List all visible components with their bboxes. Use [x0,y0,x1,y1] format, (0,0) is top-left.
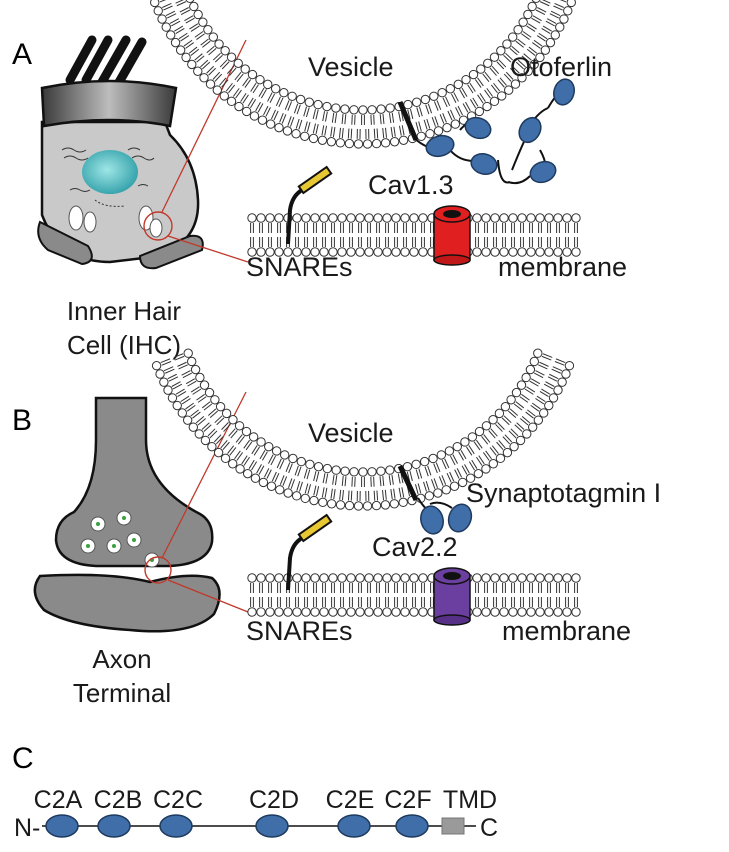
vesicle-bilayer-b [151,348,575,511]
domain-label-c2e: C2E [326,786,375,814]
cav22-channel [433,567,471,626]
otoferlin-label: Otoferlin [510,52,612,82]
nucleus [82,150,138,194]
plasma-membrane-b [247,573,581,617]
domain-label-c2d: C2D [249,786,299,814]
n-terminus-label: N- [14,814,40,842]
c2c-domain [159,814,193,838]
tmd-domain [441,817,465,835]
vesicle-bilayer-a [150,0,576,149]
cav22-label: Cav2.2 [372,532,458,562]
panel-c-letter: C [12,742,34,775]
c2d-domain [255,814,289,838]
membrane-label-a: membrane [498,252,627,282]
afferent-terminal-right [138,234,204,270]
snare-complex-b [286,513,333,591]
zoom-circle-a [143,211,173,241]
domain-label-c2a: C2A [34,786,83,814]
plasma-membrane-a [247,213,581,257]
cell-label-b-line1: Axon [92,644,151,674]
cell-label-b-line2: Terminal [73,678,171,708]
domain-label-tmd: TMD [443,786,497,814]
panel-b-letter: B [12,404,32,437]
panel-a-letter: A [12,38,32,71]
zoom-line-a-bottom [167,235,249,263]
c-terminus-label: C [480,814,498,842]
snares-label-b: SNAREs [246,616,353,646]
vesicle-label-a: Vesicle [308,52,394,82]
c2e-domain [337,814,371,838]
otoferlin-domain-map [42,814,476,838]
domain-label-c2b: C2B [94,786,143,814]
cav13-channel [433,205,471,266]
c2f-domain [395,814,429,838]
vesicle-label-b: Vesicle [308,418,394,448]
cell-label-a-line2: Cell (IHC) [67,330,181,360]
domain-label-c2c: C2C [153,786,203,814]
zoom-line-b-bottom [167,579,249,613]
domain-label-c2f: C2F [384,786,431,814]
zoom-circle-b [144,556,172,584]
cell-label-a-line1: Inner Hair [67,296,181,326]
inner-hair-cell-drawing [37,35,204,270]
zoom-line-a-top [161,39,247,213]
snare-complex-a [286,165,333,245]
postsynaptic-cell [33,573,221,633]
cav13-label: Cav1.3 [368,170,454,200]
synaptotagmin-label: Synaptotagmin I [466,478,661,508]
synaptotagmin-protein [397,464,473,535]
stereocilia [65,35,147,89]
membrane-label-b: membrane [502,616,631,646]
c2b-domain [97,814,131,838]
axon-terminal-drawing [33,396,221,633]
otoferlin-protein [397,78,575,185]
c2a-domain [45,814,79,838]
afferent-terminal-left [37,220,93,266]
snares-label-a: SNAREs [246,252,353,282]
